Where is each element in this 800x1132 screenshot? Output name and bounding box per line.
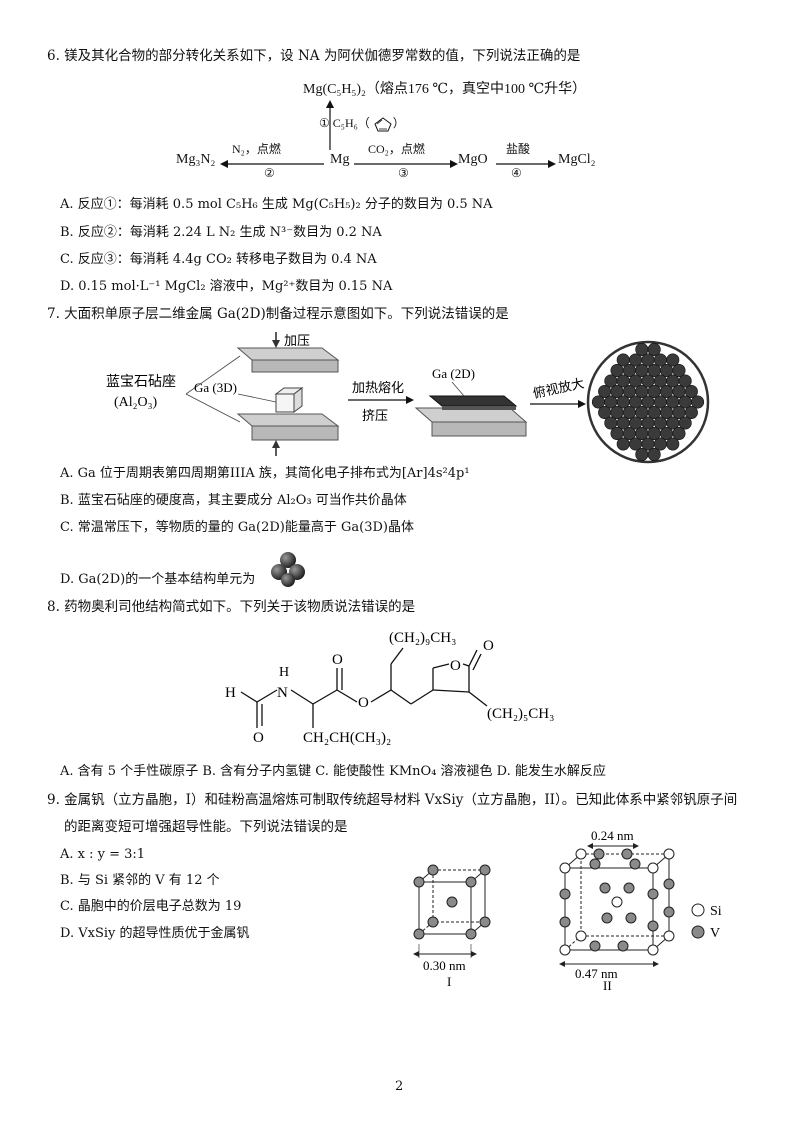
q6-option-d: D. 0.15 mol·L⁻¹ MgCl₂ 溶液中，Mg²⁺数目为 0.15 N… <box>60 279 393 294</box>
cell-i-dimension: 0.30 nm <box>423 958 466 973</box>
ga-atom <box>672 363 686 377</box>
q6-mgo: MgO <box>458 152 488 167</box>
q6-step2: ② <box>264 166 275 180</box>
cell-ii-top-dimension: 0.24 nm <box>591 828 634 843</box>
ga-atom <box>635 448 649 462</box>
ga-structure-unit-icon <box>271 552 305 587</box>
legend-v-label: V <box>710 926 720 941</box>
q7-stem: 7. 大面积单原子层二维金属 Ga(2D)制备过程示意图如下。下列说法错误的是 <box>47 306 509 322</box>
q7-pressure-label: 加压 <box>284 334 310 349</box>
q8-h-formyl: H <box>225 685 236 701</box>
v-legend-icon <box>691 925 705 939</box>
q8-o-ester: O <box>358 695 369 711</box>
q9-option-b: B. 与 Si 紧邻的 V 有 12 个 <box>60 873 220 888</box>
q6-acid: 盐酸 <box>506 142 531 156</box>
ga-2d-atom-grid <box>591 343 705 462</box>
q9-option-a: A. x : y = 3:1 <box>60 847 146 862</box>
q7-option-c: C. 常温常压下，等物质的量的 Ga(2D)能量高于 Ga(3D)晶体 <box>60 520 414 535</box>
q6-left-reagent: N₂，点燃 <box>232 142 281 156</box>
q7-heat-label: 加热熔化 <box>352 381 404 396</box>
q6-option-a: A. 反应①：每消耗 0.5 mol C₅H₆ 生成 Mg(C₅H₅)₂ 分子的… <box>60 197 493 212</box>
q6-mgcl2: MgCl₂ <box>558 152 596 167</box>
q8-o-lactone: O <box>483 638 494 654</box>
q8-o-carbonyl: O <box>332 652 343 668</box>
cell-i-label: I <box>447 974 451 988</box>
crystal-cell-ii: 0.24 nm 0.47 nm II <box>559 828 675 991</box>
cell-ii-label: II <box>603 978 612 991</box>
q6-up-label: ① C₅H₆（ ） <box>319 114 405 132</box>
q6-option-c: C. 反应③：每消耗 4.4g CO₂ 转移电子数目为 0.4 NA <box>60 252 377 267</box>
ga-atom <box>678 374 692 388</box>
q6-arrows <box>220 160 556 168</box>
q7-squeeze-label: 挤压 <box>362 409 388 424</box>
q8-structure: H O H N O O O O (CH₂)₉CH₃ (CH₂)₅CH₃ CH₂C… <box>225 630 554 746</box>
q7-topview-label: 俯视放大 <box>532 375 586 401</box>
q7-option-b: B. 蓝宝石砧座的硬度高，其主要成分 Al₂O₃ 可当作共价晶体 <box>60 493 407 508</box>
q8-n: N <box>277 685 288 701</box>
cell-ii-bottom-dimension: 0.47 nm <box>575 966 618 981</box>
q7-sapphire-label: 蓝宝石砧座 <box>106 374 176 390</box>
q9-stem-line1: 9. 金属钒（立方晶胞，I）和硅粉高温熔炼可制取传统超导材料 VxSiy（立方晶… <box>47 792 738 808</box>
q8-stem: 8. 药物奥利司他结构简式如下。下列关于该物质说法错误的是 <box>47 599 416 615</box>
atom-legend: Si V <box>691 903 722 941</box>
q7-ga3d-label: Ga (3D) <box>194 380 237 395</box>
q9-option-c: C. 晶胞中的价层电子总数为 19 <box>60 899 242 914</box>
page-number: 2 <box>395 1079 404 1094</box>
ga-atom <box>672 427 686 441</box>
legend-si-label: Si <box>710 904 722 919</box>
q6-mg: Mg <box>330 152 350 167</box>
ga-atom <box>666 353 680 367</box>
q7-option-a: A. Ga 位于周期表第四周期第IIIA 族，其简化电子排布式为[Ar]4s²4… <box>60 466 470 481</box>
ga-atom <box>678 416 692 430</box>
ga-atom <box>647 343 661 356</box>
ga-atom <box>684 406 698 420</box>
q8-o-formyl: O <box>253 730 264 746</box>
q8-decyl-chain: (CH₂)₉CH₃ <box>389 630 456 646</box>
q7-option-d: D. Ga(2D)的一个基本结构单元为 <box>60 572 256 587</box>
q8-hexyl-chain: (CH₂)₅CH₃ <box>487 706 554 722</box>
q9-option-d: D. VxSiy 的超导性质优于金属钒 <box>60 926 250 941</box>
q7-al2o3-label: (Al₂O₃) <box>114 395 158 410</box>
q9-stem-line2: 的距离变短可增强超导性能。下列说法错误的是 <box>64 819 348 835</box>
q7-ga2d-label: Ga (2D) <box>432 366 475 381</box>
q7-diagram: 加压 蓝宝石砧座 (Al₂O₃) Ga (3D) 加热熔化 挤压 Ga (2D)… <box>106 332 710 464</box>
q6-mg3n2: Mg₃N₂ <box>176 152 216 167</box>
q6-right-reagent: CO₂，点燃 <box>368 142 425 156</box>
q6-stem: 6. 镁及其化合物的部分转化关系如下，设 NA 为阿伏伽德罗常数的值，下列说法正… <box>47 48 581 64</box>
q6-step3: ③ <box>398 166 409 180</box>
ga-atom <box>691 395 705 409</box>
q6-top-compound: Mg(C₅H₅)₂（熔点176 ℃，真空中100 ℃升华） <box>303 82 587 97</box>
ga-atom <box>684 384 698 398</box>
ga-atom <box>666 437 680 451</box>
q8-h-nh: H <box>279 665 289 680</box>
q6-step4: ④ <box>511 166 522 180</box>
q6-option-b: B. 反应②：每消耗 2.24 L N₂ 生成 N³⁻数目为 0.2 NA <box>60 225 382 240</box>
ga-atom <box>647 448 661 462</box>
q8-isobutyl-chain: CH₂CH(CH₃)₂ <box>303 730 391 746</box>
si-legend-icon <box>691 903 705 917</box>
q8-options: A. 含有 5 个手性碳原子 B. 含有分子内氢键 C. 能使酸性 KMnO₄ … <box>60 764 606 779</box>
q8-o-ring: O <box>450 658 461 674</box>
ga-atom <box>616 437 630 451</box>
crystal-cell-i: 0.30 nm I <box>413 864 491 988</box>
q6-up-arrow <box>326 100 334 150</box>
q6-scheme: Mg(C₅H₅)₂（熔点176 ℃，真空中100 ℃升华） ① C₅H₆（ ） … <box>160 70 660 190</box>
cyclopentadiene-icon <box>374 117 392 132</box>
